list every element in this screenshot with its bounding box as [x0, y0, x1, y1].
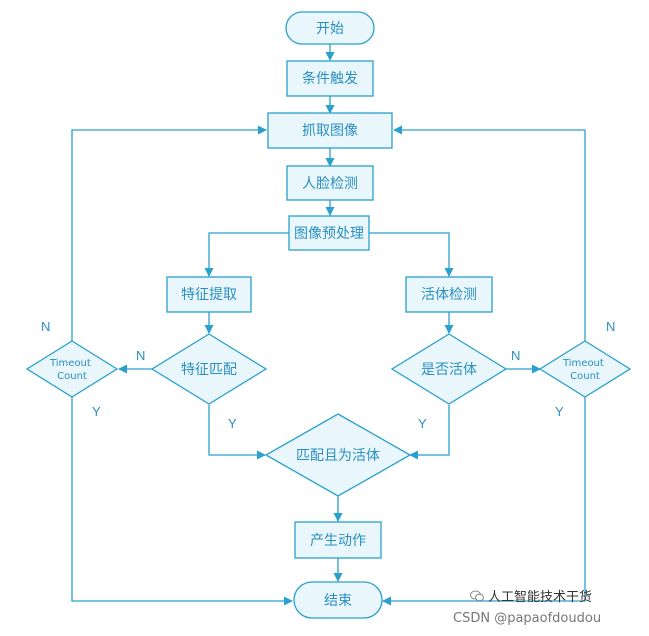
node-timeout-right: Timeout Count	[538, 340, 632, 398]
node-timeout-left-line1: Timeout	[49, 358, 91, 369]
edge-islive-combined	[409, 405, 450, 460]
watermark-channel-text: 人工智能技术干货	[488, 590, 593, 605]
watermark-csdn: CSDN @papaofdoudou	[453, 611, 602, 626]
node-trigger: 条件触发	[286, 60, 374, 97]
label-match-yes: Y	[228, 416, 237, 431]
node-preprocess: 图像预处理	[288, 215, 370, 251]
node-start: 开始	[285, 11, 375, 45]
node-match-and-live-label: 匹配且为活体	[296, 448, 380, 464]
edge-timeout-right-end	[382, 397, 586, 606]
node-feature-extract-label: 特征提取	[181, 287, 237, 303]
node-feature-extract: 特征提取	[166, 276, 252, 313]
node-start-label: 开始	[316, 21, 344, 37]
node-timeout-left-label: Timeout Count	[49, 358, 94, 382]
label-timeout-right-yes: Y	[555, 404, 564, 419]
edge-timeout-left-capture	[71, 125, 267, 341]
node-capture: 抓取图像	[267, 112, 393, 149]
label-timeout-left-yes: Y	[92, 404, 101, 419]
node-trigger-label: 条件触发	[302, 70, 358, 87]
node-timeout-right-line1: Timeout	[562, 358, 604, 369]
node-end: 结束	[293, 581, 383, 619]
node-end-label: 结束	[324, 593, 352, 609]
node-timeout-left-line2: Count	[57, 371, 87, 382]
watermark-channel: 人工智能技术干货	[470, 586, 592, 605]
node-preprocess-label: 图像预处理	[294, 226, 364, 242]
edges	[71, 44, 586, 606]
node-face-detect-label: 人脸检测	[302, 176, 358, 192]
node-face-detect: 人脸检测	[286, 165, 374, 201]
label-live-yes: Y	[418, 416, 427, 431]
label-timeout-right-no: N	[606, 319, 615, 334]
label-live-no: N	[511, 348, 520, 363]
edge-preprocess-liveness	[369, 232, 454, 277]
edge-match-combined	[208, 405, 266, 460]
node-match-and-live: 匹配且为活体	[264, 413, 412, 497]
node-action-label: 产生动作	[310, 533, 366, 549]
label-match-no: N	[136, 348, 145, 363]
node-capture-label: 抓取图像	[302, 123, 358, 139]
wechat-icon	[470, 590, 484, 602]
node-timeout-right-label: Timeout Count	[562, 358, 607, 382]
edge-preprocess-extract	[204, 232, 289, 277]
edge-labels: N Y N Y N Y N Y	[41, 319, 615, 431]
node-timeout-right-line2: Count	[570, 371, 600, 382]
label-timeout-left-no: N	[41, 319, 50, 334]
node-is-live-label: 是否活体	[421, 362, 477, 378]
node-liveness-detect: 活体检测	[405, 276, 493, 313]
edge-timeout-right-capture	[393, 125, 586, 341]
node-feature-match-label: 特征匹配	[181, 362, 237, 378]
node-action: 产生动作	[294, 521, 382, 559]
node-liveness-detect-label: 活体检测	[421, 287, 477, 303]
edge-timeout-left-end	[71, 397, 293, 606]
node-feature-match: 特征匹配	[150, 333, 268, 405]
node-timeout-left: Timeout Count	[25, 340, 119, 398]
node-is-live: 是否活体	[390, 333, 508, 405]
